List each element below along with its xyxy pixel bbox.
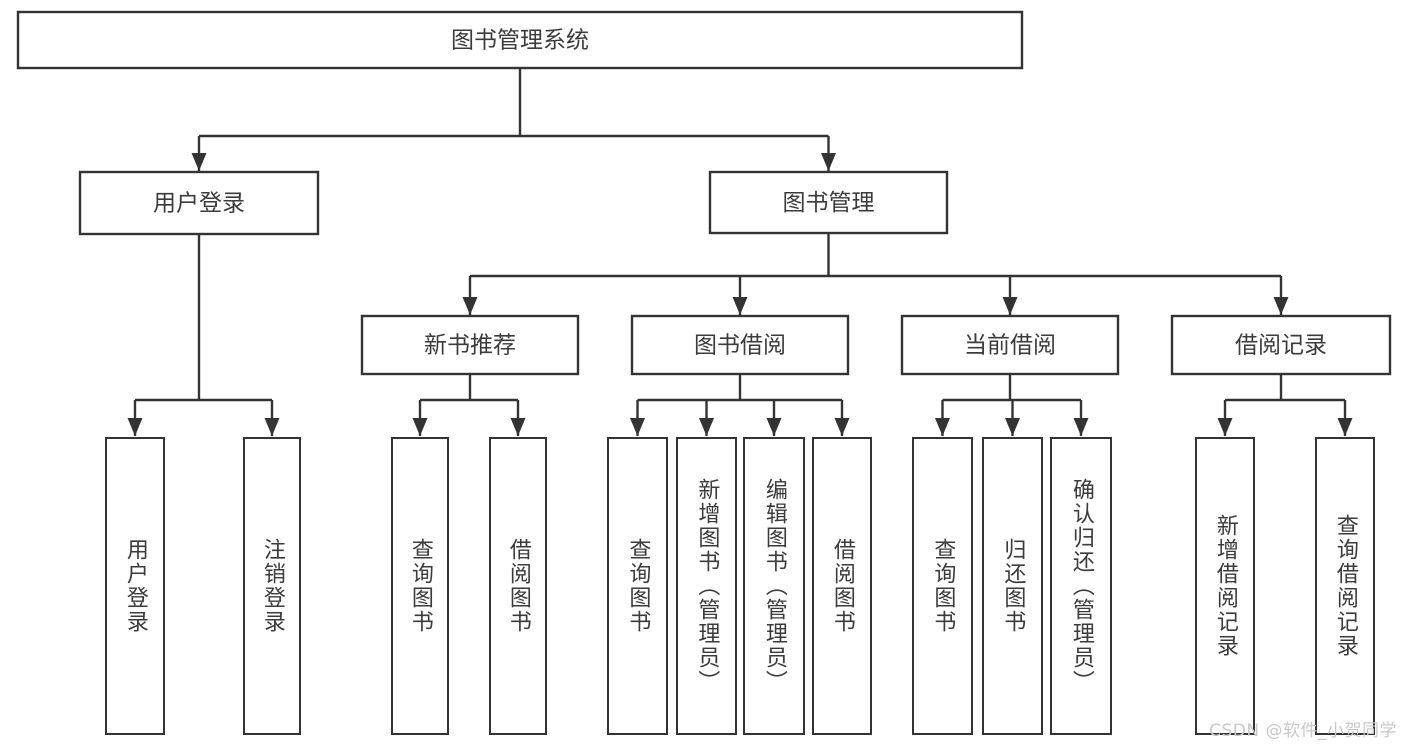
node-label: 图书借阅 — [694, 333, 786, 359]
node-level2-2[interactable]: 当前借阅 — [900, 314, 1120, 376]
leaf-node-label: 借阅图书 — [505, 538, 531, 634]
arrow-head-icon — [1217, 418, 1233, 436]
node-label: 当前借阅 — [964, 333, 1056, 359]
node-level2-3[interactable]: 借阅记录 — [1170, 314, 1392, 376]
leaf-node-9[interactable]: 归还图书 — [982, 437, 1043, 735]
node-level2-0[interactable]: 新书推荐 — [360, 314, 580, 376]
node-label: 新书推荐 — [424, 333, 516, 359]
arrow-head-icon — [699, 418, 714, 436]
arrow-head-icon — [1337, 418, 1353, 436]
leaf-node-label: 确认归还（管理员） — [1068, 478, 1094, 694]
csdn-watermark: CSDN @软件_小贺同学 — [1209, 721, 1397, 741]
arrow-head-icon — [264, 418, 280, 436]
arrow-head-icon — [1005, 418, 1020, 436]
arrow-head-icon — [1002, 297, 1018, 315]
node-label: 借阅记录 — [1235, 333, 1327, 359]
leaf-node-label: 归还图书 — [1000, 538, 1026, 634]
node-box-rect — [78, 170, 320, 236]
node-label: 用户登录 — [153, 191, 245, 217]
leaf-node-0[interactable]: 用户登录 — [105, 437, 165, 735]
leaf-node-label: 新增借阅记录 — [1212, 514, 1238, 658]
node-box-rect — [630, 314, 850, 376]
arrow-head-icon — [821, 153, 836, 171]
leaf-node-label: 查询图书 — [625, 538, 651, 634]
arrow-head-icon — [935, 418, 950, 436]
leaf-node-label: 查询图书 — [930, 538, 956, 634]
node-box-rect — [708, 170, 949, 235]
node-level2-1[interactable]: 图书借阅 — [630, 314, 850, 376]
arrow-head-icon — [766, 418, 782, 436]
arrow-head-icon — [127, 418, 143, 436]
node-box-rect — [360, 314, 580, 376]
node-box-rect — [1170, 314, 1392, 376]
leaf-node-7[interactable]: 借阅图书 — [812, 437, 872, 735]
leaf-node-label: 用户登录 — [122, 538, 148, 634]
leaf-node-1[interactable]: 注销登录 — [243, 437, 301, 735]
arrow-head-icon — [834, 418, 850, 436]
arrow-head-icon — [1073, 418, 1089, 436]
leaf-node-label: 新增图书（管理员） — [694, 478, 720, 694]
leaf-node-4[interactable]: 查询图书 — [607, 437, 668, 735]
leaf-node-label: 编辑图书（管理员） — [761, 478, 787, 694]
node-level1-1[interactable]: 图书管理 — [708, 170, 949, 235]
arrow-head-icon — [510, 418, 526, 436]
arrow-head-icon — [732, 297, 748, 315]
node-root[interactable]: 图书管理系统 — [16, 10, 1024, 70]
leaf-node-label: 借阅图书 — [829, 538, 855, 634]
leaf-node-8[interactable]: 查询图书 — [912, 437, 973, 735]
leaf-node-3[interactable]: 借阅图书 — [489, 437, 547, 735]
leaf-node-2[interactable]: 查询图书 — [391, 437, 449, 735]
arrow-head-icon — [412, 418, 428, 436]
leaf-node-11[interactable]: 新增借阅记录 — [1195, 437, 1255, 735]
leaf-node-6[interactable]: 编辑图书（管理员） — [743, 437, 805, 735]
leaf-node-label: 查询借阅记录 — [1332, 514, 1358, 658]
leaf-node-label: 注销登录 — [259, 538, 285, 634]
leaf-node-12[interactable]: 查询借阅记录 — [1315, 437, 1375, 735]
arrow-head-icon — [1273, 297, 1289, 315]
arrow-head-icon — [191, 153, 207, 171]
node-box-rect — [16, 10, 1024, 70]
arrow-head-icon — [630, 418, 645, 436]
leaf-node-label: 查询图书 — [407, 538, 433, 634]
connectors-layer — [127, 68, 1353, 436]
leaf-node-10[interactable]: 确认归还（管理员） — [1050, 437, 1112, 735]
arrow-head-icon — [462, 297, 478, 315]
node-level1-0[interactable]: 用户登录 — [78, 170, 320, 236]
node-box-rect — [900, 314, 1120, 376]
leaf-node-5[interactable]: 新增图书（管理员） — [676, 437, 737, 735]
node-label: 图书管理系统 — [451, 28, 589, 54]
node-label: 图书管理 — [783, 190, 875, 216]
